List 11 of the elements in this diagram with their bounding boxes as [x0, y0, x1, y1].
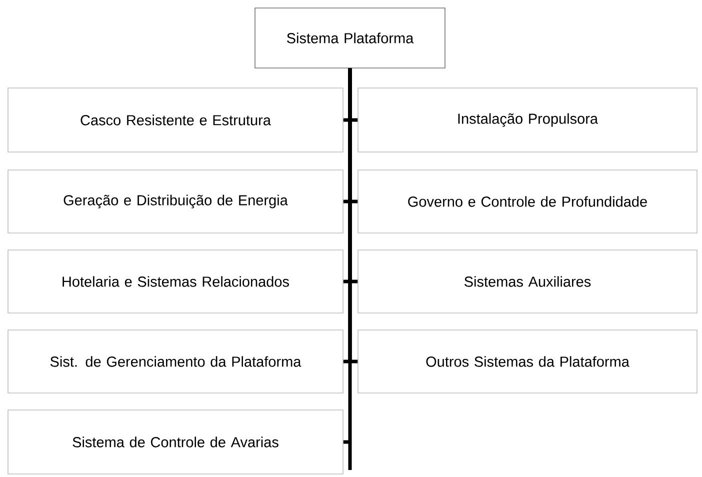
system-box: Sistemas Auxiliares	[358, 250, 698, 314]
system-box: Sist. de Gerenciamento da Plataforma	[8, 330, 344, 394]
system-box: Geração e Distribuição de Energia	[8, 170, 344, 234]
system-box: Instalação Propulsora	[358, 88, 698, 152]
system-box: Outros Sistemas da Plataforma	[358, 330, 698, 394]
system-box: Hotelaria e Sistemas Relacionados	[8, 250, 344, 314]
system-box: Sistema Plataforma	[254, 8, 446, 68]
system-box: Casco Resistente e Estrutura	[8, 88, 344, 152]
system-box: Sistema de Controle de Avarias	[8, 410, 344, 474]
system-box: Governo e Controle de Profundidade	[358, 170, 698, 234]
connector-line	[342, 66, 352, 472]
